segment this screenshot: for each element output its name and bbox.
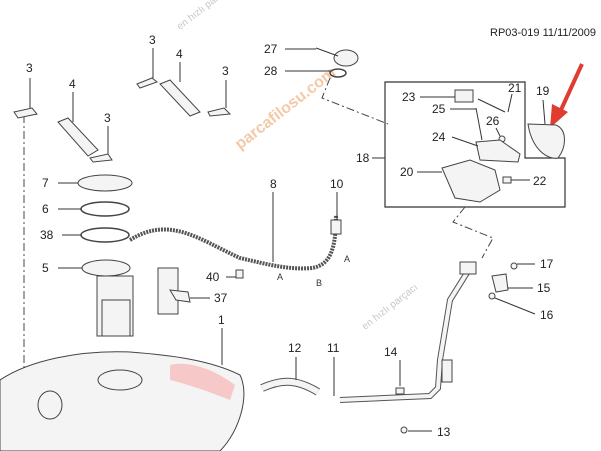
callout-4: 4 bbox=[176, 47, 183, 61]
callout-16: 16 bbox=[540, 308, 554, 322]
callout-17: 17 bbox=[540, 257, 554, 271]
callout-8: 8 bbox=[270, 177, 277, 191]
fuel-door-19 bbox=[527, 123, 565, 159]
retainer-ring-7 bbox=[77, 174, 133, 192]
callout-26: 26 bbox=[486, 114, 500, 128]
callout-6: 6 bbox=[42, 202, 49, 216]
seal-28 bbox=[329, 68, 347, 78]
clip-40 bbox=[235, 269, 244, 279]
callout-15: 15 bbox=[537, 281, 551, 295]
callout-1: 1 bbox=[218, 313, 225, 327]
pad-3-left bbox=[13, 107, 38, 119]
callout-40: 40 bbox=[206, 270, 220, 284]
callout-12: 12 bbox=[288, 341, 302, 355]
callout-37: 37 bbox=[214, 291, 228, 305]
fuel-cap-27 bbox=[315, 47, 359, 67]
connector-ref-b: B bbox=[316, 278, 322, 288]
bolt-13 bbox=[400, 426, 408, 434]
fuel-pump-module-5 bbox=[81, 259, 134, 337]
callout-38: 38 bbox=[40, 228, 54, 242]
connector-ref-a: A bbox=[277, 272, 283, 282]
fuel-tank-1 bbox=[0, 351, 245, 451]
callout-3: 3 bbox=[104, 111, 111, 125]
callout-19: 19 bbox=[536, 84, 550, 98]
callout-23: 23 bbox=[402, 90, 416, 104]
callout-11: 11 bbox=[327, 341, 340, 355]
callout-24: 24 bbox=[432, 130, 446, 144]
highlight-arrow-icon bbox=[550, 63, 584, 128]
callout-3: 3 bbox=[222, 64, 229, 78]
callout-22: 22 bbox=[533, 174, 547, 188]
callout-27: 27 bbox=[264, 42, 278, 56]
bracket-15 bbox=[491, 273, 509, 293]
watermark-text: parcafilosu.com bbox=[232, 64, 339, 153]
clip-14 bbox=[395, 387, 405, 395]
callout-25: 25 bbox=[432, 102, 446, 116]
callout-18: 18 bbox=[356, 151, 370, 165]
callout-21: 21 bbox=[508, 81, 522, 95]
pad-3-top bbox=[136, 77, 159, 89]
watermark-slogan: en hızlı parçacı bbox=[175, 0, 235, 32]
wiring-harness-8 bbox=[128, 214, 338, 271]
drawing-reference: RP03-019 11/11/2009 bbox=[490, 27, 596, 39]
callout-4: 4 bbox=[69, 77, 76, 91]
pad-3-right bbox=[207, 107, 232, 117]
seal-ring-38 bbox=[80, 227, 130, 243]
filler-pipe bbox=[339, 261, 477, 403]
bolt-17 bbox=[510, 262, 518, 270]
rod-21 bbox=[477, 98, 506, 113]
watermark-slogan: en hızlı parçacı bbox=[360, 282, 420, 332]
callout-5: 5 bbox=[42, 261, 49, 275]
callout-28: 28 bbox=[264, 64, 278, 78]
strap-4-right bbox=[159, 79, 201, 117]
actuator-23 bbox=[454, 89, 474, 103]
callout-3: 3 bbox=[26, 61, 33, 75]
callout-3: 3 bbox=[149, 33, 156, 47]
bumper-22 bbox=[502, 176, 512, 184]
nut-16 bbox=[488, 292, 496, 300]
fuel-level-sender-37 bbox=[157, 267, 191, 315]
callout-7: 7 bbox=[42, 176, 49, 190]
callout-14: 14 bbox=[384, 345, 398, 359]
hinge-24 bbox=[475, 139, 521, 163]
callout-20: 20 bbox=[400, 165, 414, 179]
connector-10 bbox=[330, 219, 342, 235]
cable-25 bbox=[475, 107, 483, 141]
strap-4-left bbox=[57, 117, 99, 157]
fuel-door-assembly-box bbox=[384, 81, 566, 208]
seal-ring-6 bbox=[80, 201, 130, 217]
callout-10: 10 bbox=[330, 177, 344, 191]
pad-3-mid bbox=[89, 153, 113, 163]
housing-20 bbox=[441, 159, 501, 203]
callout-13: 13 bbox=[437, 425, 451, 439]
connector-ref-a: A bbox=[344, 254, 350, 264]
